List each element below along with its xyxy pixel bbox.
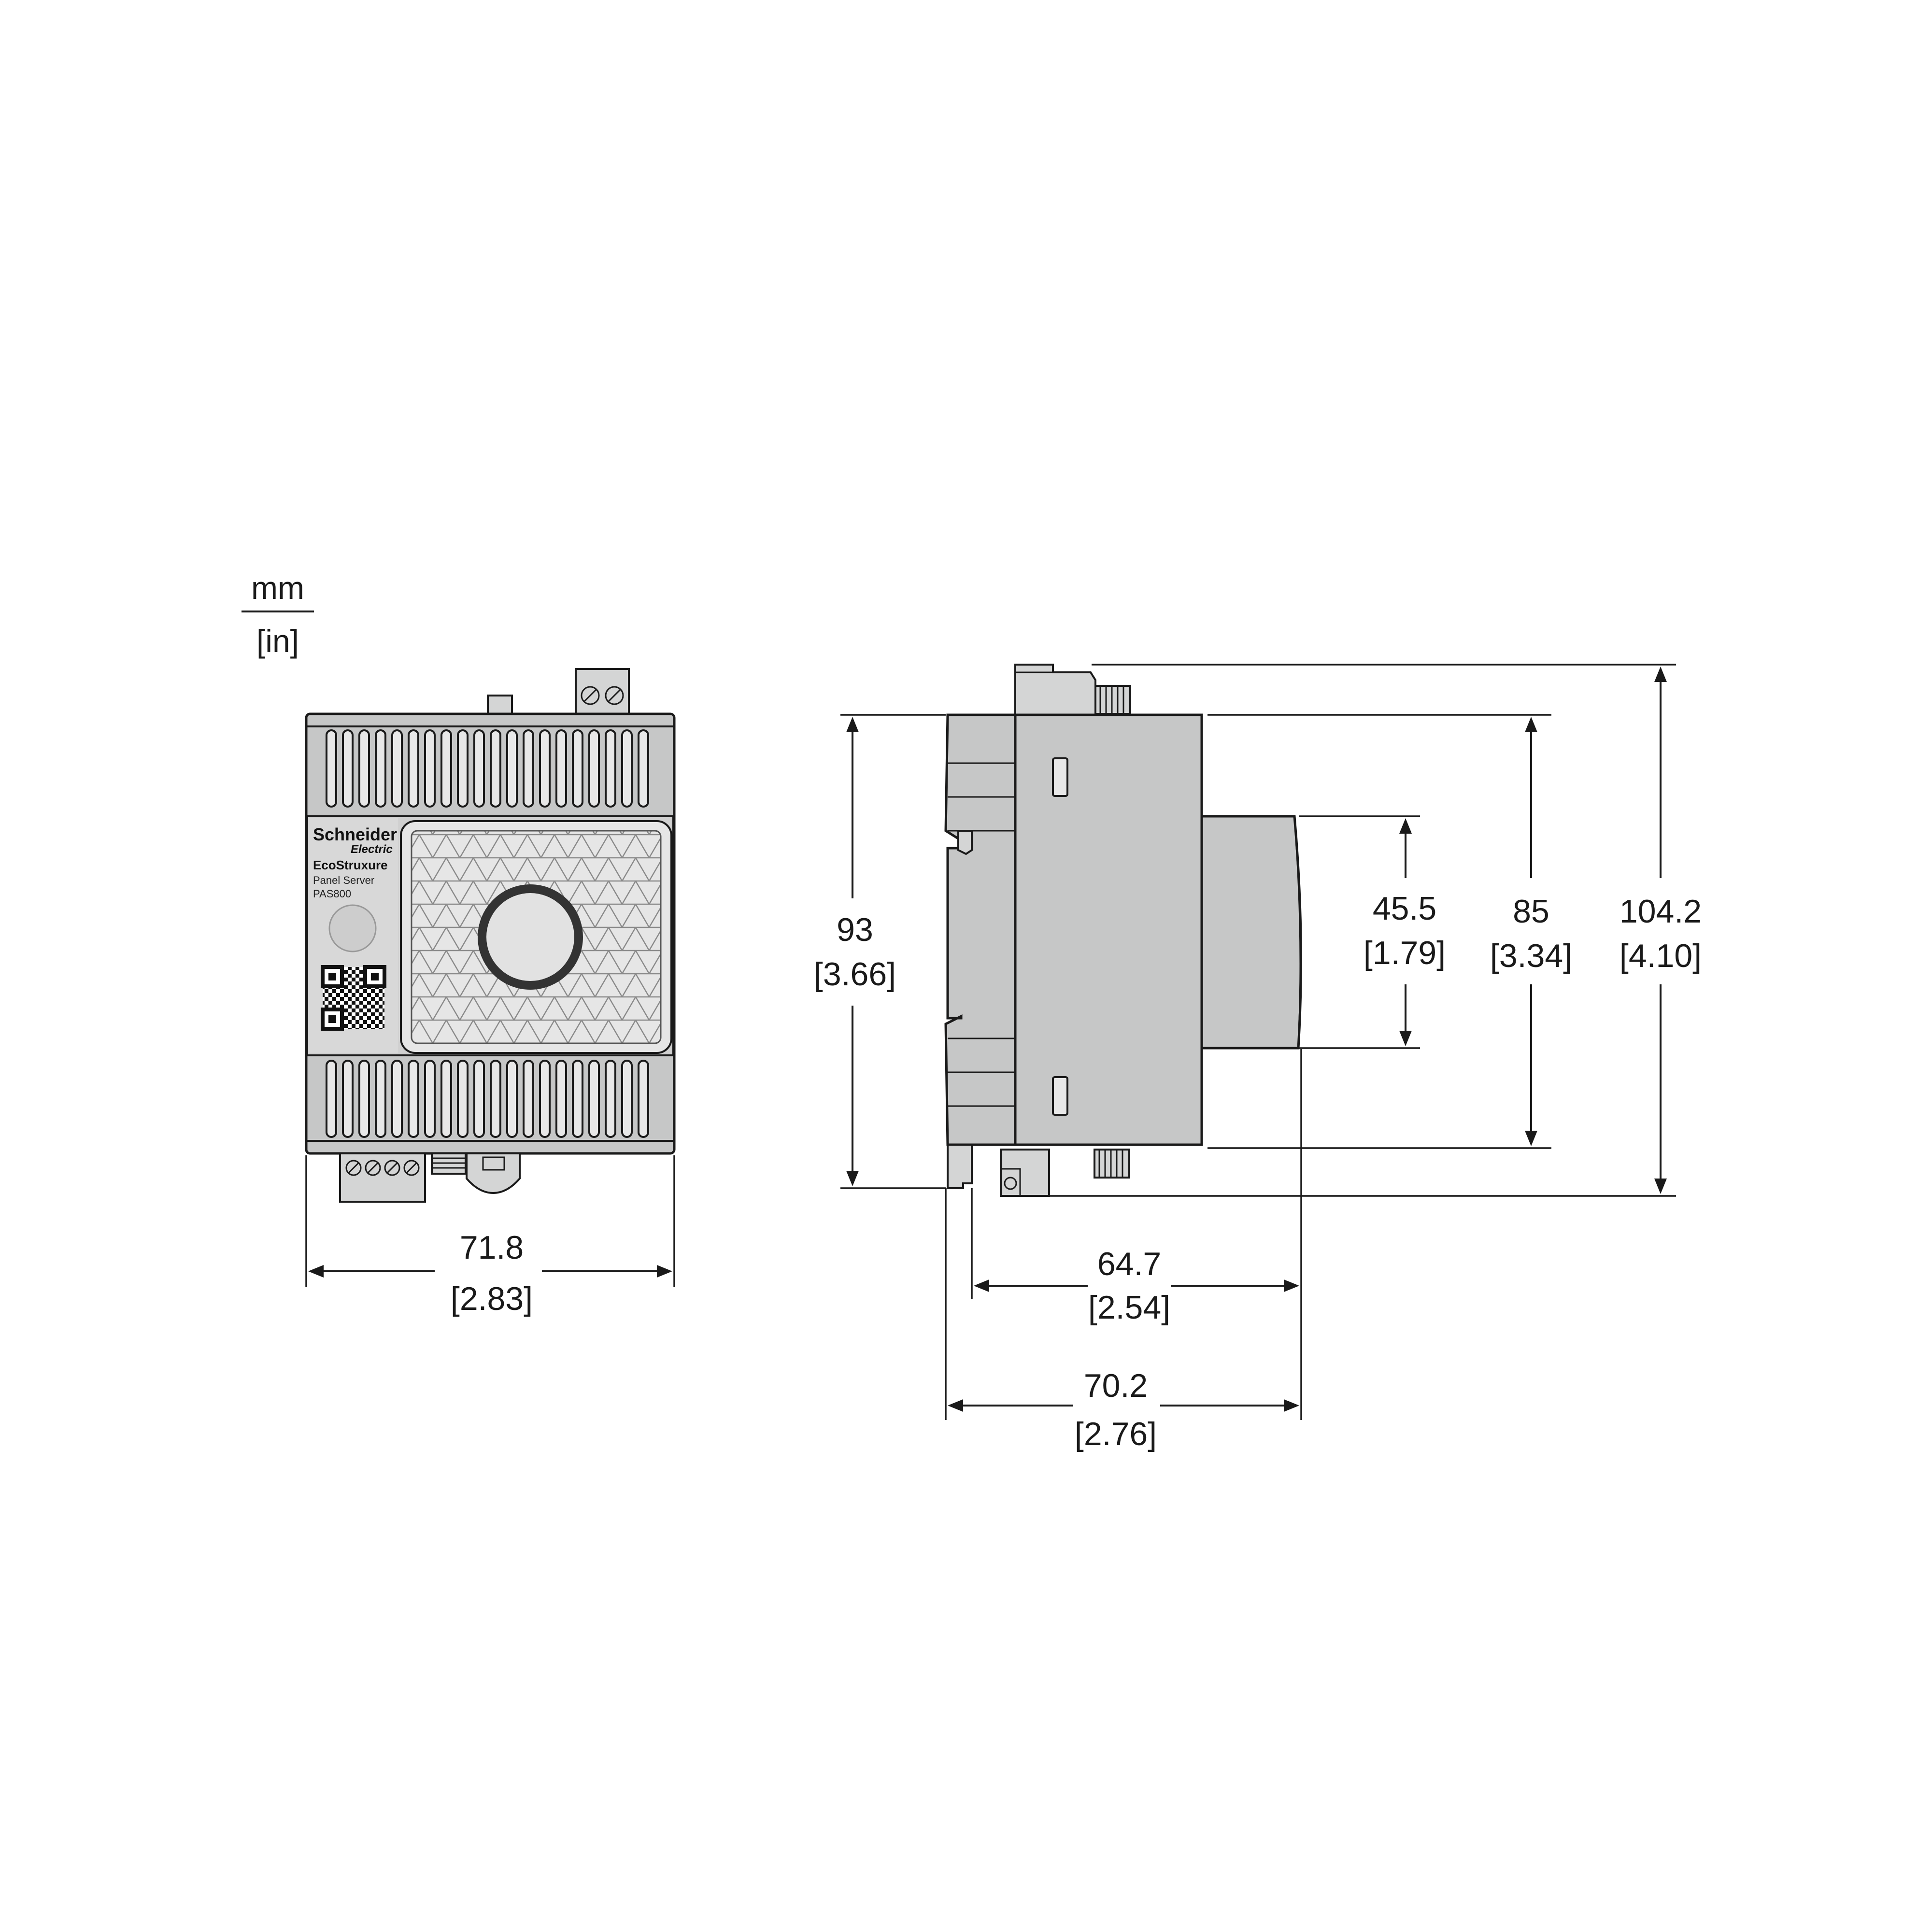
- unit-in: [in]: [256, 623, 299, 659]
- upper-vent-slots: [326, 729, 649, 808]
- front-width-mm: 71.8: [460, 1229, 524, 1266]
- lower-vent-slots: [326, 1060, 649, 1138]
- qr-code-icon: [321, 965, 386, 1031]
- side-view: [944, 664, 1302, 1197]
- status-ring-icon: [478, 884, 583, 990]
- dim-104-2: 104.2 [4.10]: [1029, 664, 1702, 1197]
- dim-85-in: [3.34]: [1490, 938, 1572, 974]
- side-bottom-antenna: [1094, 1149, 1130, 1179]
- dim-85-mm: 85: [1513, 893, 1549, 930]
- side-din-hook-top: [957, 830, 973, 855]
- dim-93: 93 [3.66]: [814, 714, 946, 1189]
- side-top-antenna: [1094, 685, 1131, 715]
- side-rear-section: [944, 713, 1017, 1146]
- side-front-protrusion: [1200, 815, 1302, 1050]
- side-latch-bottom: [1052, 1076, 1068, 1116]
- brand-electric: Electric: [351, 843, 393, 856]
- side-bottom-din-foot: [947, 1144, 973, 1189]
- dim-64-7: 64.7 [2.54]: [971, 1049, 1302, 1420]
- units-legend: mm [in]: [242, 570, 314, 659]
- dim-70-2-in: [2.76]: [1075, 1416, 1157, 1452]
- front-button: [328, 904, 377, 952]
- unit-mm: mm: [251, 570, 304, 606]
- dim-45-5-in: [1.79]: [1364, 935, 1446, 971]
- front-width-dimension: 71.8 [2.83]: [305, 1155, 675, 1317]
- side-latch-top: [1052, 757, 1068, 797]
- front-view: Schneider Electric EcoStruxure Panel Ser…: [305, 668, 676, 1203]
- dim-70-2-mm: 70.2: [1084, 1367, 1148, 1404]
- front-width-in: [2.83]: [451, 1280, 533, 1317]
- product-name: Panel Server: [313, 874, 374, 886]
- bottom-antenna-connector: [431, 1152, 467, 1175]
- product-line: EcoStruxure: [313, 858, 388, 872]
- dim-93-mm: 93: [837, 911, 873, 948]
- dim-45-5: 45.5 [1.79]: [1299, 815, 1446, 1049]
- bottom-terminal-block: [339, 1152, 426, 1203]
- din-clip: [466, 1152, 521, 1194]
- dim-70-2: 70.2 [2.76]: [945, 1188, 1299, 1452]
- dim-104-2-in: [4.10]: [1619, 938, 1702, 974]
- product-model: PAS800: [313, 888, 351, 900]
- side-main-body: [1014, 713, 1203, 1146]
- dim-104-2-mm: 104.2: [1619, 893, 1702, 930]
- dim-85: 85 [3.34]: [1208, 714, 1572, 1149]
- dim-64-7-in: [2.54]: [1088, 1289, 1170, 1326]
- dim-45-5-mm: 45.5: [1373, 890, 1436, 927]
- dim-64-7-mm: 64.7: [1097, 1246, 1161, 1282]
- brand-schneider: Schneider: [313, 824, 397, 844]
- dim-93-in: [3.66]: [814, 956, 896, 993]
